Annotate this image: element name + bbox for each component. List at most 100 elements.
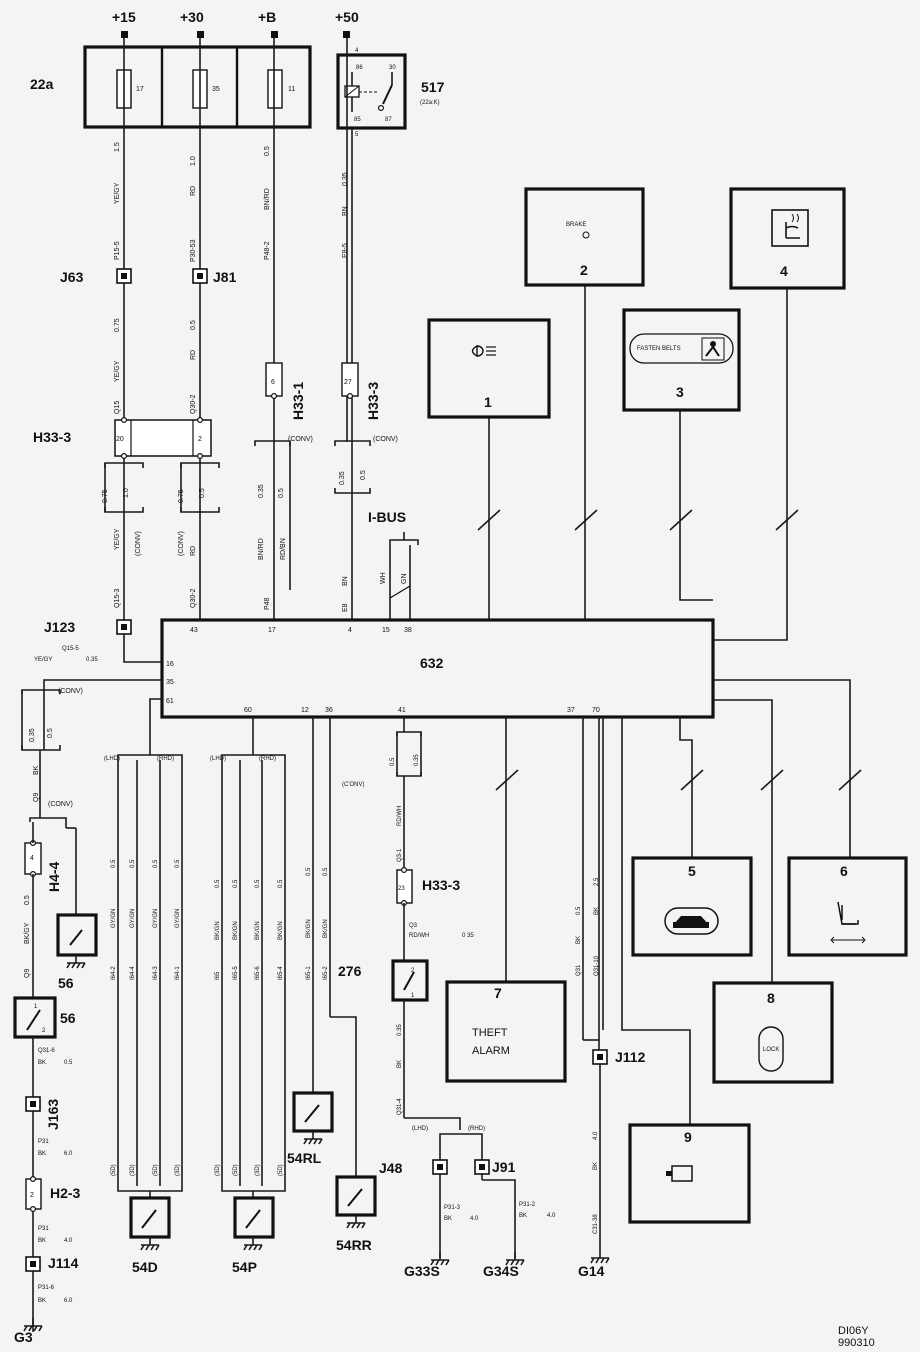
relay-p4: 4	[355, 48, 359, 54]
module-3-label: 3	[676, 384, 684, 400]
ecu-p41: 41	[398, 707, 406, 714]
wb-code: P48-2	[264, 241, 271, 260]
ecu-p37: 37	[567, 707, 575, 714]
module-bus-lines	[477, 285, 862, 1125]
mid-h33-3: H33-3	[422, 877, 460, 893]
br-rd: RD	[190, 546, 197, 556]
label-plus30: +30	[180, 9, 204, 25]
d-c2: I64-4	[130, 966, 136, 980]
ecu-p43: 43	[190, 627, 198, 634]
left-s1: 0.35	[29, 728, 36, 742]
footer-code: DI06Y	[838, 1325, 869, 1337]
right-column: 0.5 BK Q31 2.5 BK Q31-10 J112 4.0 BK C31…	[576, 717, 646, 1279]
r-s25: 2.5	[594, 877, 600, 886]
d-c4: I64-1	[175, 966, 181, 980]
mid-q3: Q3	[409, 923, 418, 929]
mid-p312: P31-2	[519, 1202, 536, 1208]
j163-label: J163	[45, 1099, 61, 1130]
d-col1: GY/GN	[111, 909, 117, 928]
j123-code: Q15-5	[62, 646, 79, 652]
h33-3-label: H33-3	[33, 429, 71, 445]
r-s05: 0.5	[576, 906, 582, 915]
fusebox-22a: 22a 17 35 11	[30, 45, 312, 129]
fusebox-label: 22a	[30, 76, 54, 92]
module-9: 9	[628, 1123, 751, 1224]
junction-j123-icon	[116, 619, 132, 635]
relay-label: 517	[421, 79, 445, 95]
rl-code: I65-1	[306, 966, 312, 980]
mid-c23: 23	[398, 886, 405, 892]
mid-q314: Q31-4	[397, 1098, 403, 1115]
ecu-p60: 60	[244, 707, 252, 714]
h33-1-pin: 6	[271, 379, 275, 386]
mid-s035: 0.35	[414, 754, 420, 766]
relay-p87: 87	[385, 117, 392, 123]
j114-label: J114	[48, 1255, 79, 1271]
br-q15: Q15-3	[114, 588, 121, 608]
left-bk4: BK	[38, 1298, 46, 1304]
lock-button-icon	[758, 1026, 784, 1072]
label-plusB: +B	[258, 9, 276, 25]
connector-h33-1: 6 H33-1	[265, 362, 306, 420]
seatbelt-icon	[701, 337, 725, 361]
fuse-11-label: 11	[288, 86, 295, 93]
br-p48: P48	[264, 597, 271, 610]
w50-color: BN	[342, 206, 349, 216]
left-q316: Q31-6	[38, 1048, 55, 1054]
mid-q31: Q3-1	[397, 848, 403, 862]
h2-3-label: H2-3	[50, 1185, 81, 1201]
fuse-17-label: 17	[136, 86, 144, 93]
w30-size: 1.0	[190, 156, 197, 166]
junction-j112-icon	[592, 1049, 608, 1065]
d-5d2: (5D)	[153, 1164, 159, 1176]
junction-g33-icon	[432, 1159, 448, 1175]
d-col4: GY/GN	[175, 909, 181, 928]
label-plus15: +15	[112, 9, 136, 25]
left-q9b: Q9	[24, 969, 31, 978]
d-3d1: (3D)	[130, 1164, 136, 1176]
h2-3-pin: 2	[30, 1192, 34, 1199]
left-p31b: P31	[38, 1226, 49, 1232]
j123-color: YE/GY	[34, 657, 52, 663]
split-g: 0.35	[339, 471, 346, 485]
sw56b-p1: 1	[34, 1004, 38, 1010]
j63-label: J63	[60, 269, 84, 285]
g33s-label: G33S	[404, 1263, 440, 1279]
relay-sub: (22a:K)	[420, 100, 440, 106]
ecu-632: 632 43 17 4 15 38 16 35 61 60 12 36 41 3…	[160, 618, 715, 719]
p-c1: I65	[215, 971, 221, 980]
module-4: 4	[729, 187, 846, 290]
h33-3r-pin: 27	[344, 379, 352, 386]
j112-label: J112	[615, 1049, 646, 1065]
j123-label: J123	[44, 619, 75, 635]
module-7: 7 THEFT ALARM	[445, 980, 567, 1083]
br-wh: WH	[380, 572, 387, 584]
junction-j163-icon	[25, 1096, 41, 1112]
p-col4: BK/GN	[278, 921, 284, 940]
module-2: BRAKE 2	[524, 187, 645, 287]
lock-text: LOCK	[763, 1047, 779, 1053]
left-bkgy: BK/GY	[24, 922, 31, 944]
rl-col: BK/GN	[306, 919, 312, 938]
alarm-text: ALARM	[472, 1045, 510, 1057]
rr-code: I65-2	[323, 966, 329, 980]
wb-size: 0.5	[264, 146, 271, 156]
junction-j81-icon	[192, 268, 208, 284]
switch-mid-icon	[391, 959, 429, 1002]
sw56b-label: 56	[60, 1010, 76, 1026]
d-rhd: (RHD)	[157, 756, 174, 762]
w30b-color: RD	[190, 350, 197, 360]
theft-text: THEFT	[472, 1027, 508, 1039]
connector-h33-3-right: 27 H33-3	[341, 362, 381, 420]
module-9-label: 9	[684, 1129, 692, 1145]
footer-date: 990310	[838, 1337, 875, 1349]
h4-4-label: H4-4	[46, 861, 62, 892]
ground-g14-icon	[590, 1249, 610, 1264]
d-size2: 0.5	[130, 859, 136, 868]
branch-labels: YE/GY (CONV) Q15-3 (CONV) RD Q30-2 BN/RD…	[114, 528, 408, 612]
mid-s035b: 0 35	[462, 933, 474, 939]
module-4-label: 4	[780, 263, 788, 279]
br-gn: GN	[401, 574, 408, 585]
mid-s40b: 4.0	[547, 1213, 556, 1219]
